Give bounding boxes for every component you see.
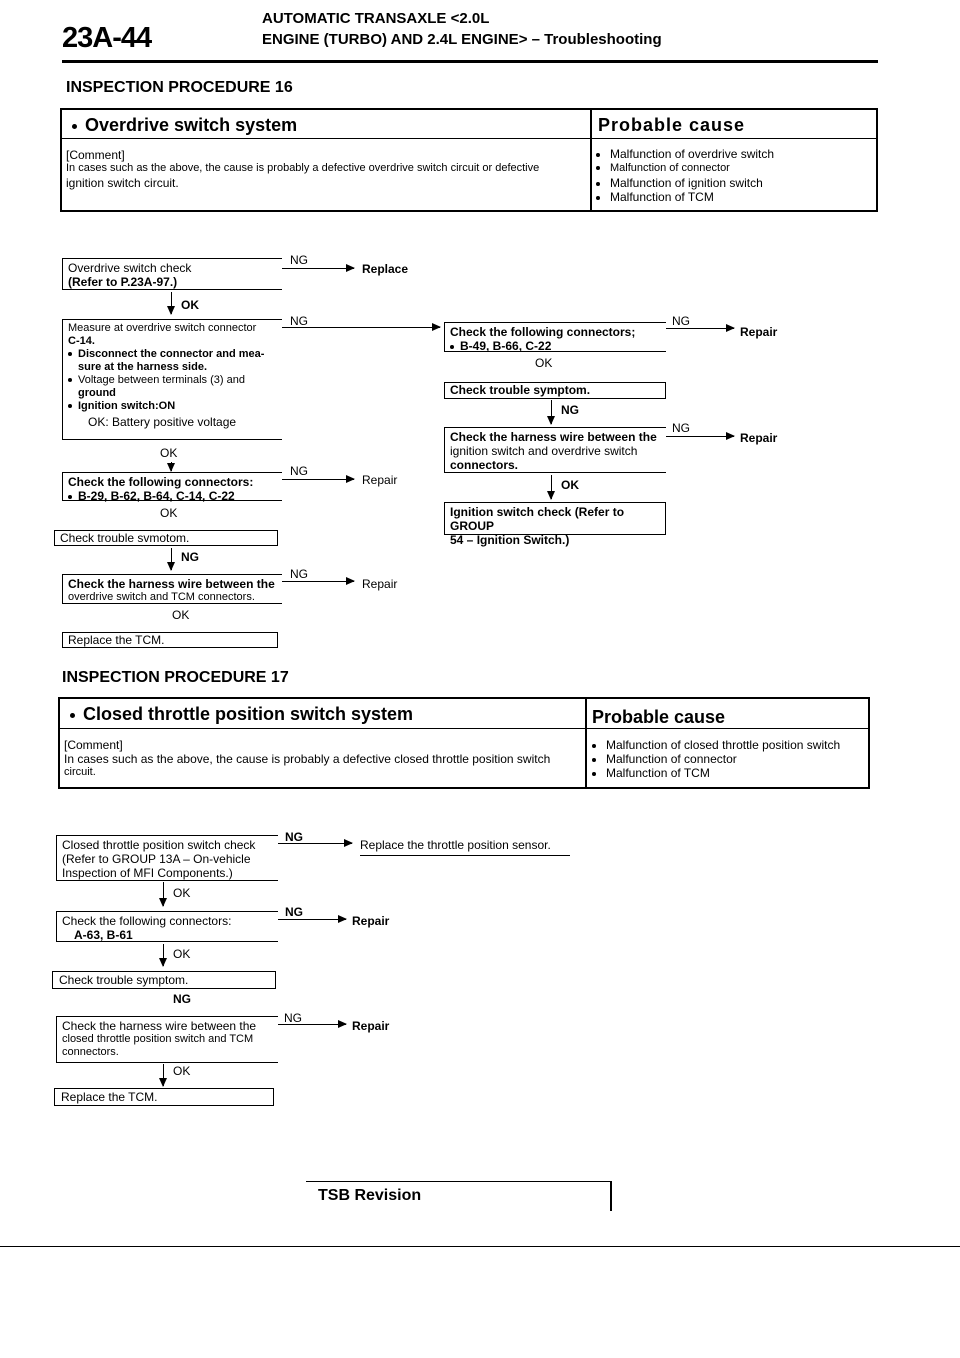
flow17-c4-ok: OK xyxy=(173,1064,191,1078)
flow16-r1-ng: NG xyxy=(672,314,690,328)
flow17-c1-ng-action: Replace the throttle position sensor. xyxy=(360,838,570,856)
arrow xyxy=(666,432,735,440)
proc16-cause-heading: Probable cause xyxy=(598,115,746,135)
flow16-b6: Replace the TCM. xyxy=(62,632,278,648)
flow17-c1-ok: OK xyxy=(173,886,191,900)
header-line2: ENGINE (TURBO) AND 2.4L ENGINE> – Troubl… xyxy=(262,31,662,48)
flow16-b4-ng: NG xyxy=(181,550,199,564)
flow17-c5: Replace the TCM. xyxy=(54,1088,274,1106)
proc17-title: INSPECTION PROCEDURE 17 xyxy=(62,669,289,686)
flow16-b3-ng-action: Repair xyxy=(362,473,398,487)
flow16-r2-ng: NG xyxy=(561,403,579,417)
flow16-b5-ng: NG xyxy=(290,567,308,581)
flow16-r3-ok: OK xyxy=(561,478,579,492)
proc16-panel: Overdrive switch system Probable cause [… xyxy=(60,108,878,212)
proc16-comment-line2: ignition switch circuit. xyxy=(66,176,179,190)
arrow xyxy=(167,292,175,315)
proc16-comment-label: [Comment] xyxy=(66,148,125,162)
flow16-b5-ng-action: Repair xyxy=(362,577,398,591)
flow16-b2: Measure at overdrive switch connector C-… xyxy=(62,319,282,440)
arrow xyxy=(282,264,355,272)
flow17-c3-ng: NG xyxy=(173,992,191,1006)
flow16-r1: Check the following connectors; B-49, B-… xyxy=(444,322,666,353)
arrow xyxy=(159,944,167,967)
flow16-r3-ng: NG xyxy=(672,421,690,435)
flow16-r3: Check the harness wire between the ignit… xyxy=(444,427,666,473)
flow16-b2-ng: NG xyxy=(290,314,308,328)
flow16-r1-ng-action: Repair xyxy=(740,325,778,339)
flow16-b5-ok: OK xyxy=(172,608,190,622)
flow16-b5: Check the harness wire between the overd… xyxy=(62,574,282,604)
header-rule xyxy=(62,60,878,63)
proc17-cause-3: Malfunction of TCM xyxy=(592,766,710,780)
panel-divider xyxy=(590,110,592,210)
proc17-cause-heading: Probable cause xyxy=(592,707,726,727)
proc16-cause-2: Malfunction of connector xyxy=(596,162,730,175)
flow16-b1-ng-action: Replace xyxy=(362,262,409,276)
arrow xyxy=(282,475,355,483)
arrow xyxy=(282,577,355,585)
arrow xyxy=(167,462,175,472)
proc17-panel: Closed throttle position switch system P… xyxy=(58,697,870,789)
tsb-revision: TSB Revision xyxy=(306,1181,612,1211)
proc17-cause-1: Malfunction of closed throttle position … xyxy=(592,738,840,752)
flow16-b3-ok: OK xyxy=(160,506,178,520)
flow17-c4-ng: NG xyxy=(284,1011,302,1025)
arrow xyxy=(666,324,735,332)
arrow xyxy=(278,1020,347,1028)
flow16-b2-ok: OK xyxy=(160,446,178,460)
proc16-cause-3: Malfunction of ignition switch xyxy=(596,176,763,190)
arrow xyxy=(547,400,555,425)
flow16-b4: Check trouble svmotom. xyxy=(54,530,278,546)
proc17-comment-line1: In cases such as the above, the cause is… xyxy=(64,752,551,766)
arrow xyxy=(278,839,353,847)
flow16-r2: Check trouble symptom. xyxy=(444,382,666,399)
proc17-heading: Closed throttle position switch system xyxy=(70,704,413,725)
arrow xyxy=(278,915,347,923)
arrow xyxy=(167,548,175,571)
proc16-cause-1: Malfunction of overdrive switch xyxy=(596,147,774,161)
panel-head-rule xyxy=(62,138,876,139)
arrow xyxy=(282,323,441,331)
flow16-r3-ng-action: Repair xyxy=(740,431,778,445)
flow17-c3: Check trouble symptom. xyxy=(52,971,276,989)
proc16-heading: Overdrive switch system xyxy=(72,115,297,136)
flow17-c2: Check the following connectors: A-63, B-… xyxy=(56,911,278,942)
flow17-c2-ng-action: Repair xyxy=(352,914,390,928)
flow16-b1-ng: NG xyxy=(290,253,308,267)
panel-head-rule xyxy=(60,728,868,729)
arrow xyxy=(159,882,167,907)
footer-rule xyxy=(0,1246,960,1247)
proc17-comment-line2: circuit. xyxy=(64,766,96,778)
arrow xyxy=(547,475,555,500)
flow16-b3: Check the following connectors: B-29, B-… xyxy=(62,472,282,503)
panel-divider xyxy=(585,699,587,787)
page-number: 23A-44 xyxy=(62,22,152,54)
arrow xyxy=(159,1064,167,1087)
flow17-c1: Closed throttle position switch check (R… xyxy=(56,835,278,881)
proc16-cause-4: Malfunction of TCM xyxy=(596,190,714,204)
proc17-cause-2: Malfunction of connector xyxy=(592,752,737,766)
flow17-c1-ng: NG xyxy=(285,830,303,844)
proc16-comment-line1: In cases such as the above, the cause is… xyxy=(66,162,540,174)
proc16-title: INSPECTION PROCEDURE 16 xyxy=(66,79,293,96)
flow17-c4: Check the harness wire between the close… xyxy=(56,1016,278,1063)
flow17-c2-ok: OK xyxy=(173,947,191,961)
flow16-b1-ok: OK xyxy=(181,298,199,312)
flow16-r4: Ignition switch check (Refer to GROUP 54… xyxy=(444,502,666,547)
flow16-r1-ok: OK xyxy=(535,356,553,370)
proc17-comment-label: [Comment] xyxy=(64,738,123,752)
flow16-b3-ng: NG xyxy=(290,464,308,478)
flow17-c4-ng-action: Repair xyxy=(352,1019,390,1033)
header-line1: AUTOMATIC TRANSAXLE <2.0L xyxy=(262,10,490,27)
flow17-c2-ng: NG xyxy=(285,905,303,919)
flow16-b1: Overdrive switch check (Refer to P.23A-9… xyxy=(62,258,282,290)
